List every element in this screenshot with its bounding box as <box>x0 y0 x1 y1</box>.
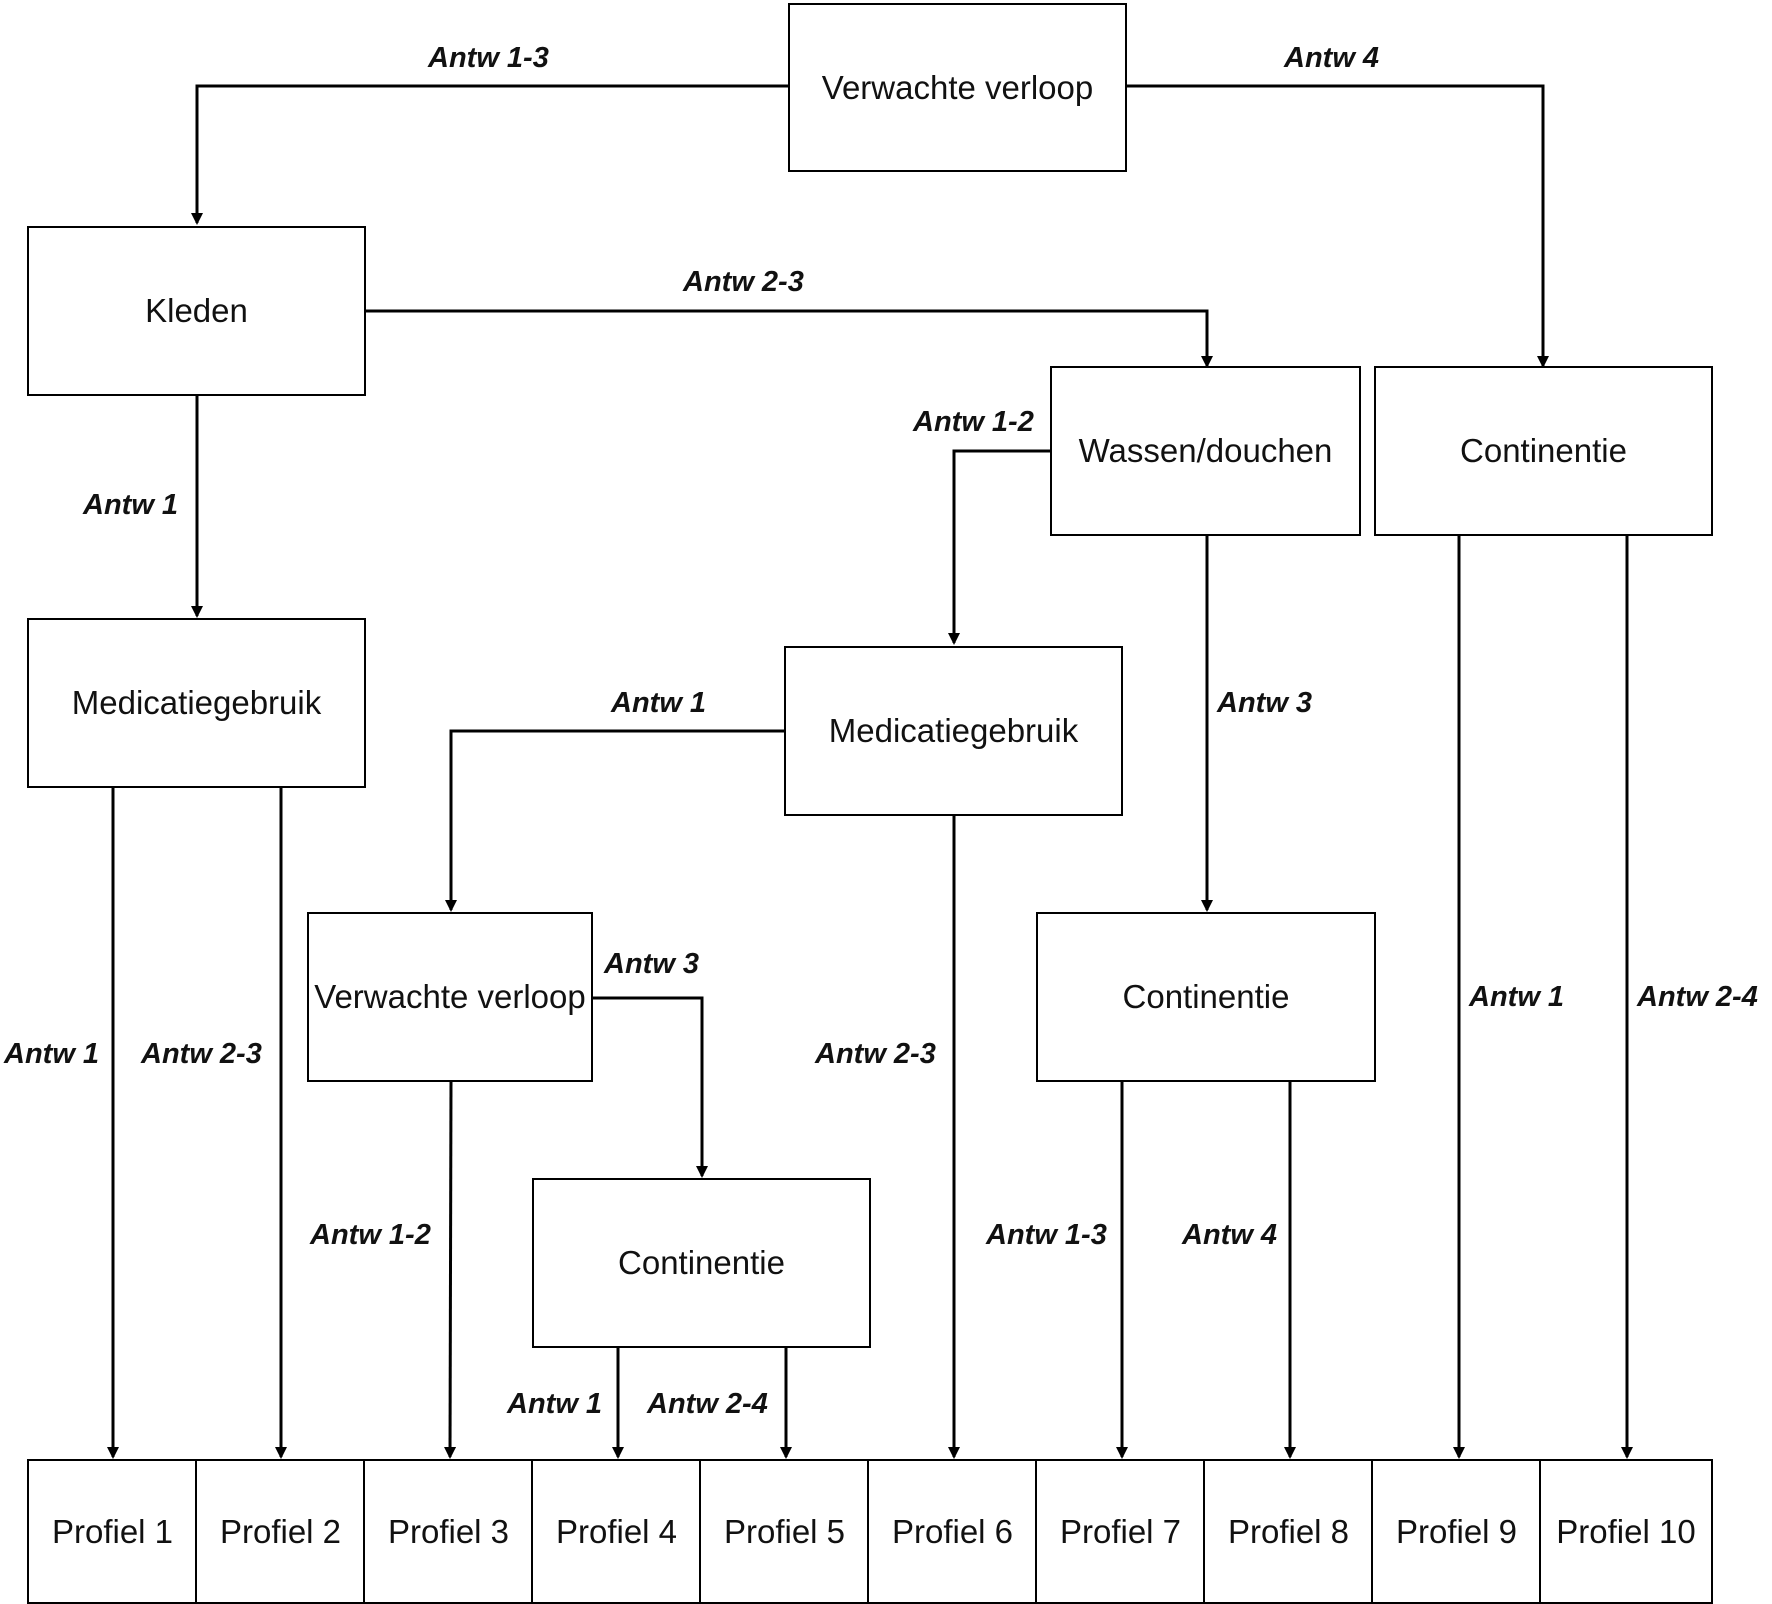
node-wassen-douchen: Wassen/douchen <box>1050 366 1361 536</box>
edge-label-verloop-p3: Antw 1-2 <box>310 1219 431 1251</box>
node-verwachte-verloop-top: Verwachte verloop <box>788 3 1127 172</box>
edge-label-medicatie-to-verloop: Antw 1 <box>611 687 707 719</box>
edge-vv-to-continentie <box>1126 84 1549 368</box>
edge-label-medicatie-left-p2: Antw 2-3 <box>141 1038 262 1070</box>
node-continentie-mid: Continentie <box>1036 912 1376 1082</box>
edge-label-continentie-mid-p8: Antw 4 <box>1182 1219 1278 1251</box>
profile-cell: Profiel 9 <box>1371 1459 1542 1604</box>
edge-verloop-p3 <box>444 1079 457 1459</box>
edge-label-wassen-to-medicatie: Antw 1-2 <box>913 406 1034 438</box>
edge-kleden-to-wassen <box>365 309 1213 368</box>
edge-label-verloop-to-continentie: Antw 3 <box>604 948 700 980</box>
node-medicatiegebruik-left: Medicatiegebruik <box>27 618 366 788</box>
edge-label-continentie-right-p10: Antw 2-4 <box>1637 981 1758 1013</box>
profile-cell: Profiel 5 <box>699 1459 870 1604</box>
profile-cell: Profiel 2 <box>195 1459 366 1604</box>
node-kleden: Kleden <box>27 226 366 396</box>
profile-cell: Profiel 10 <box>1539 1459 1713 1604</box>
profile-cell: Profiel 4 <box>531 1459 702 1604</box>
edge-label-wassen-to-continentie: Antw 3 <box>1217 687 1313 719</box>
edge-label-medicatie-left-p1: Antw 1 <box>4 1038 100 1070</box>
profile-cell: Profiel 7 <box>1035 1459 1206 1604</box>
node-continentie-right: Continentie <box>1374 366 1713 536</box>
node-continentie-low: Continentie <box>532 1178 871 1348</box>
edge-wassen-to-medicatie <box>948 449 1052 645</box>
edge-label-medicatie-mid-p6: Antw 2-3 <box>815 1038 936 1070</box>
profile-cell: Profiel 1 <box>27 1459 198 1604</box>
node-verwachte-verloop-mid: Verwachte verloop <box>307 912 593 1082</box>
edge-label-kleden-to-medicatie: Antw 1 <box>83 489 179 521</box>
edge-medicatie-to-verloop <box>445 729 785 912</box>
profile-cell: Profiel 8 <box>1203 1459 1374 1604</box>
edge-label-vv-to-continentie: Antw 4 <box>1284 42 1380 74</box>
edge-label-continentie-right-p9: Antw 1 <box>1469 981 1565 1013</box>
edge-label-vv-to-kleden: Antw 1-3 <box>428 42 549 74</box>
profile-cell: Profiel 3 <box>363 1459 534 1604</box>
edge-label-continentie-mid-p7: Antw 1-3 <box>986 1219 1107 1251</box>
edge-label-continentie-low-p5: Antw 2-4 <box>647 1388 768 1420</box>
edge-verloop-to-continentie <box>592 996 708 1178</box>
edge-vv-to-kleden <box>191 84 790 225</box>
edge-label-kleden-to-wassen: Antw 2-3 <box>683 266 804 298</box>
node-medicatiegebruik-mid: Medicatiegebruik <box>784 646 1123 816</box>
edge-label-continentie-low-p4: Antw 1 <box>507 1388 603 1420</box>
profile-cell: Profiel 6 <box>867 1459 1038 1604</box>
